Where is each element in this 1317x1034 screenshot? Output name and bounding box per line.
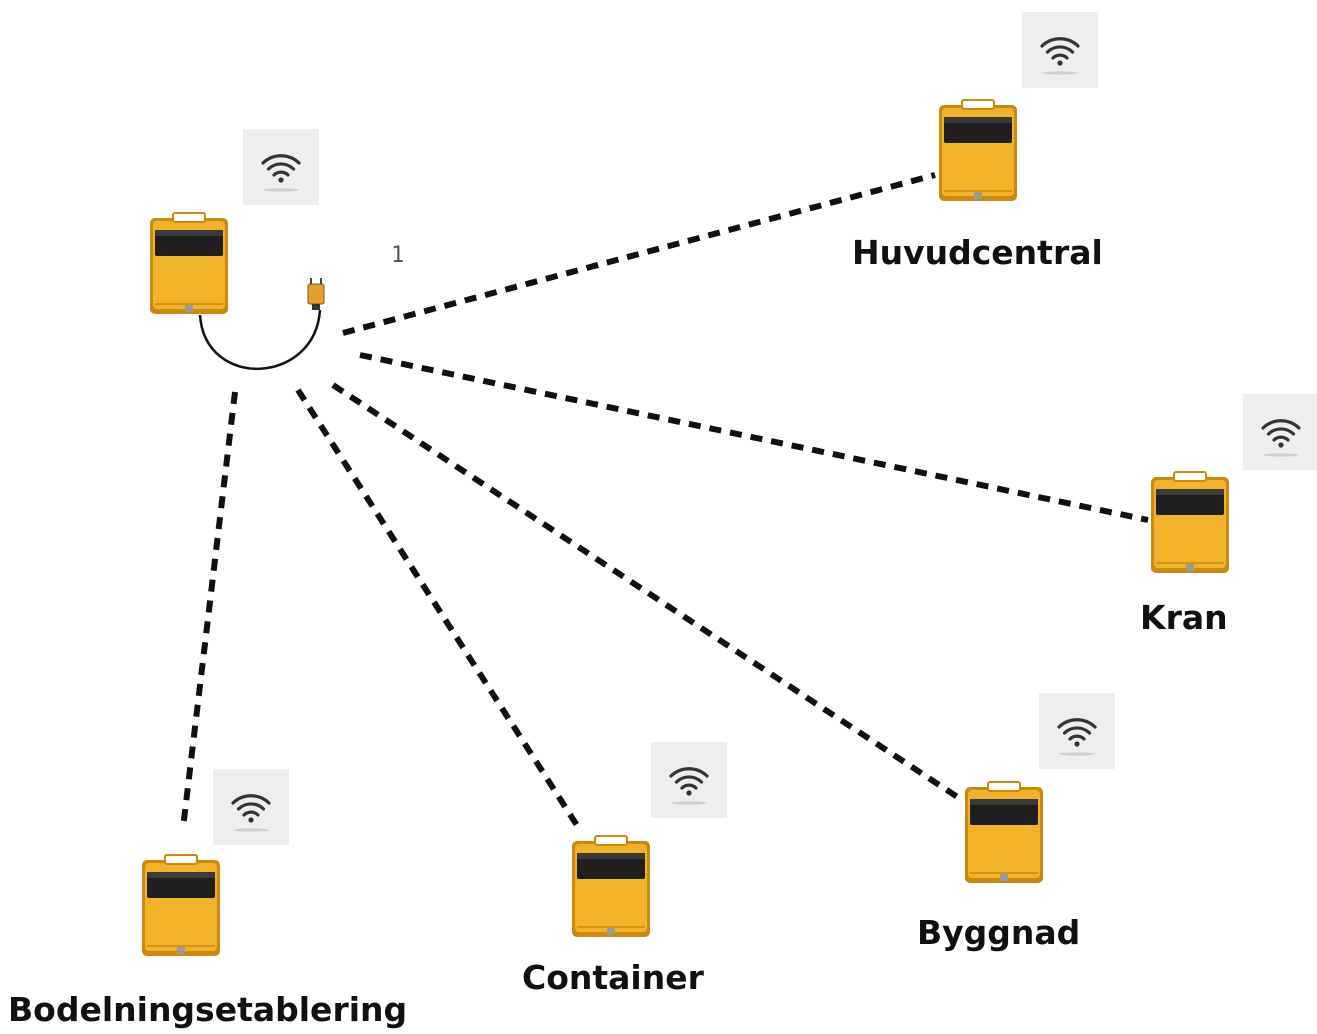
node-label-container: Container: [522, 958, 704, 997]
link-huvudcentral: [342, 172, 936, 336]
link-bodelningsetablering: [180, 391, 238, 829]
device-icon: [1148, 471, 1232, 575]
link-kran: [359, 352, 1149, 523]
device-icon: [569, 835, 653, 939]
node-label-byggnad: Byggnad: [917, 913, 1081, 952]
node-label-bodelningsetablering: Bodelningsetablering: [8, 990, 408, 1029]
device-icon: [962, 781, 1046, 885]
wifi-icon: [213, 769, 289, 845]
wifi-icon: [1243, 394, 1317, 470]
cable-line: [198, 309, 322, 371]
device-icon: [147, 212, 231, 316]
device-icon: [139, 854, 223, 958]
link-lines: [180, 172, 1149, 832]
cable-connector-icon: [307, 278, 325, 310]
node-label-kran: Kran: [1140, 598, 1228, 637]
wifi-icon: [1039, 693, 1115, 769]
link-number: 1: [391, 243, 405, 268]
wifi-icon: [243, 129, 319, 205]
device-icon: [936, 99, 1020, 203]
wifi-icon: [651, 742, 727, 818]
wifi-icon: [1022, 12, 1098, 88]
link-container: [295, 388, 583, 832]
node-label-huvudcentral: Huvudcentral: [852, 233, 1103, 272]
